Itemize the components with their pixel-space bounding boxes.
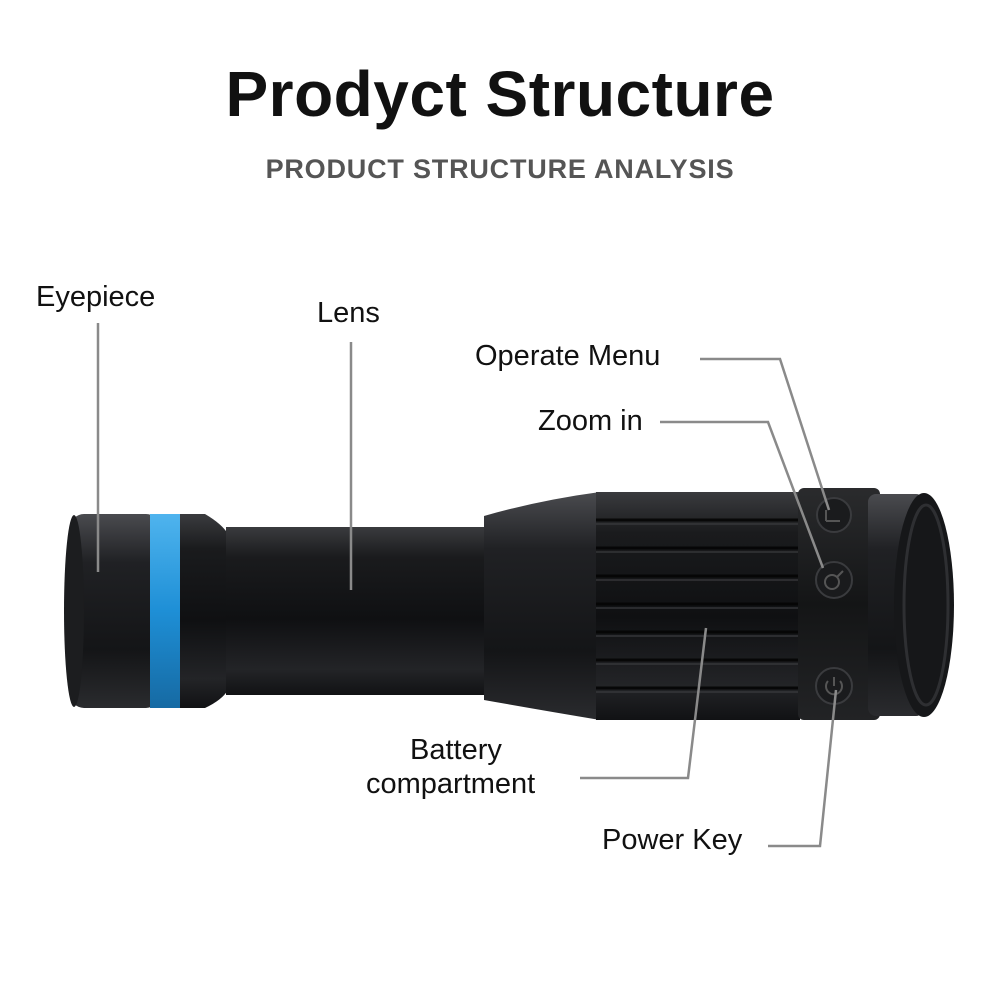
body-taper — [484, 492, 600, 720]
label-eyepiece: Eyepiece — [36, 281, 156, 313]
label-battery-line2: compartment — [366, 768, 536, 800]
leader-operate-menu — [700, 357, 831, 511]
power-key-button — [815, 667, 853, 705]
operate-menu-button — [816, 497, 852, 533]
page-title: Prodyct Structure — [225, 58, 775, 130]
lens-tube — [226, 527, 488, 695]
blue-ring — [150, 514, 180, 708]
label-power-key: Power Key — [602, 824, 743, 856]
leader-zoom-in — [660, 420, 825, 569]
label-operate-menu: Operate Menu — [475, 340, 661, 372]
eyepiece-collar — [180, 514, 228, 708]
label-battery-line1: Battery — [410, 734, 502, 766]
zoom-in-button — [815, 561, 853, 599]
objective-end — [868, 493, 954, 717]
label-lens: Lens — [317, 297, 380, 329]
leader-power-key — [768, 689, 838, 848]
page-subtitle: PRODUCT STRUCTURE ANALYSIS — [265, 154, 735, 184]
battery-compartment-part — [596, 492, 800, 720]
control-band — [798, 488, 880, 720]
eyepiece-part — [64, 514, 160, 708]
leader-battery — [580, 627, 708, 780]
leader-lines — [96, 323, 838, 848]
label-zoom-in: Zoom in — [538, 405, 643, 437]
